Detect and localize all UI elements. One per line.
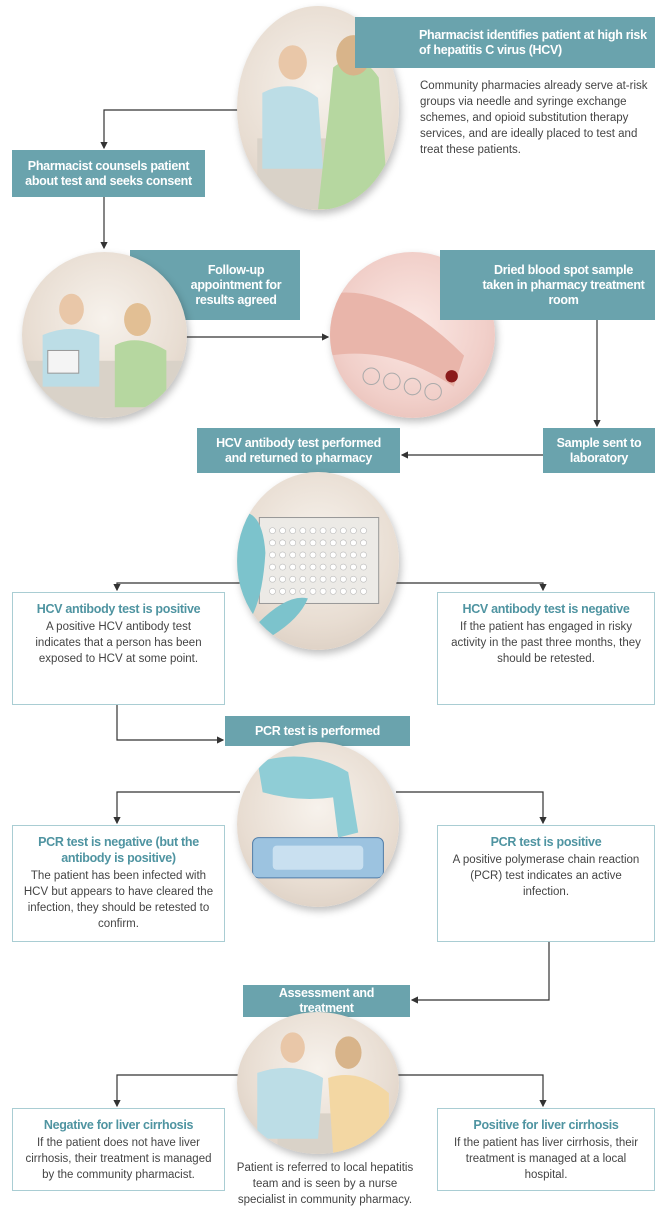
antibody-positive-title: HCV antibody test is positive xyxy=(36,602,201,616)
microplate-illustration xyxy=(237,472,399,650)
step-antibody-test-title: HCV antibody test performed and returned… xyxy=(216,435,381,465)
pcr-negative-body: The patient has been infected with HCV b… xyxy=(23,870,214,930)
antibody-negative-box: HCV antibody test is negative If the pat… xyxy=(437,592,655,705)
cirrhosis-positive-body: If the patient has liver cirrhosis, thei… xyxy=(453,1137,639,1181)
pcr-positive-box: PCR test is positive A positive polymera… xyxy=(437,825,655,942)
cirrhosis-positive-box: Positive for liver cirrhosis If the pati… xyxy=(437,1108,655,1191)
antibody-positive-body: A positive HCV antibody test indicates t… xyxy=(35,621,202,665)
step-assessment-title: Assessment and treatment xyxy=(278,986,375,1015)
step-assessment-box: Assessment and treatment xyxy=(243,985,410,1017)
pharmacist-patient-illustration xyxy=(237,6,399,210)
step-sample-header: Dried blood spot sample taken in pharmac… xyxy=(440,250,655,320)
arrow-to-antibody-positive xyxy=(113,582,240,592)
step-counsel-box: Pharmacist counsels patient about test a… xyxy=(12,150,205,197)
step-counsel-title: Pharmacist counsels patient about test a… xyxy=(25,158,192,188)
antibody-negative-body: If the patient has engaged in risky acti… xyxy=(451,621,641,665)
step-lab-box: Sample sent to laboratory xyxy=(543,428,655,473)
step-antibody-test-box: HCV antibody test performed and returned… xyxy=(197,428,400,473)
cirrhosis-negative-body: If the patient does not have liver cirrh… xyxy=(25,1137,212,1181)
arrow-to-cirrhosis-positive xyxy=(396,1074,547,1108)
cirrhosis-positive-title: Positive for liver cirrhosis xyxy=(473,1118,619,1132)
pcr-positive-body: A positive polymerase chain reaction (PC… xyxy=(452,854,640,898)
pcr-test-illustration xyxy=(237,742,399,907)
step-pcr-box: PCR test is performed xyxy=(225,716,410,746)
arrow-to-pcr-positive xyxy=(396,791,547,825)
step-identify-title: Pharmacist identifies patient at high ri… xyxy=(419,27,647,57)
followup-appointment-illustration xyxy=(22,252,187,418)
step-pcr-title: PCR test is performed xyxy=(255,723,380,738)
arrow-identify-to-counsel xyxy=(100,109,240,150)
arrow-to-cirrhosis-negative xyxy=(113,1074,240,1108)
arrow-to-antibody-negative xyxy=(396,582,547,592)
step-sample-title: Dried blood spot sample taken in pharmac… xyxy=(482,262,645,307)
step-identify-body: Community pharmacies already serve at-ri… xyxy=(420,80,648,156)
cirrhosis-negative-box: Negative for liver cirrhosis If the pati… xyxy=(12,1108,225,1191)
arrow-pcr-positive-to-assessment xyxy=(410,942,550,1004)
pcr-positive-title: PCR test is positive xyxy=(490,835,602,849)
pcr-negative-box: PCR test is negative (but the antibody i… xyxy=(12,825,225,942)
assessment-illustration xyxy=(237,1012,399,1154)
step-followup-title: Follow-up appointment for results agreed xyxy=(190,262,282,307)
arrow-positive-to-pcr xyxy=(116,705,225,744)
cirrhosis-negative-title: Negative for liver cirrhosis xyxy=(43,1118,194,1132)
antibody-negative-title: HCV antibody test is negative xyxy=(462,602,630,616)
referral-note: Patient is referred to local hepatitis t… xyxy=(236,1162,414,1206)
pcr-negative-title: PCR test is negative (but the antibody i… xyxy=(38,835,199,865)
antibody-positive-box: HCV antibody test is positive A positive… xyxy=(12,592,225,705)
arrow-to-pcr-negative xyxy=(113,791,240,825)
step-identify-header: Pharmacist identifies patient at high ri… xyxy=(355,17,655,68)
step-lab-title: Sample sent to laboratory xyxy=(556,435,642,465)
